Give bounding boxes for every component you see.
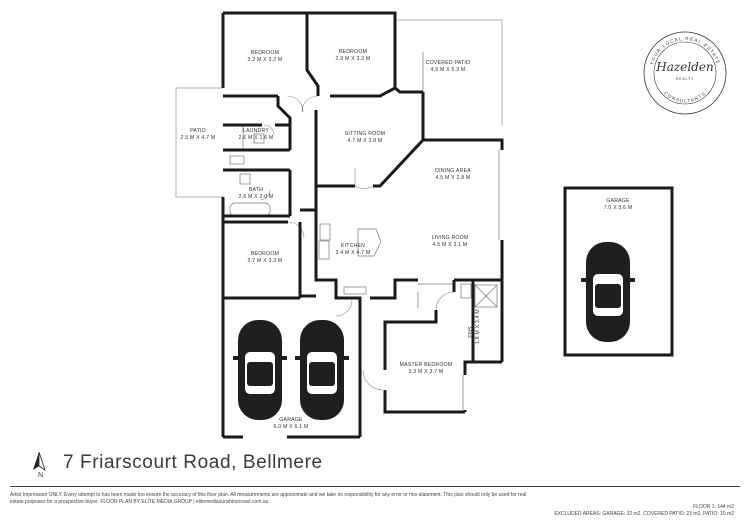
divider [10, 486, 740, 487]
room-name: PATIO [190, 128, 206, 134]
north-label: N [38, 472, 44, 479]
room-dims: 7.0 X 3.6 M [603, 205, 633, 211]
room-laundry: LAUNDRY 2.6 M X 1.6 M [236, 128, 276, 142]
room-garage-detached: GARAGE 7.0 X 3.6 M [593, 198, 643, 212]
room-patio: PATIO 2.5 M X 4.7 M [173, 128, 223, 142]
logo-seal: YOUR LOCAL REAL ESTATE CONSULTANTS [643, 31, 727, 115]
room-bedroom-3: BEDROOM 3.7 M X 3.3 M [240, 251, 290, 265]
room-dims: 4.5 M X 2.8 M [435, 175, 471, 181]
room-bath: BATH 2.6 M X 2.0 M [236, 187, 276, 201]
room-name: LAUNDRY [242, 128, 270, 134]
logo-wordmark: Hazelden [656, 60, 714, 74]
car-icon [581, 242, 635, 342]
room-dims: 3.4 M X 4.7 M [335, 250, 371, 256]
room-dims: 4.7 M X 3.8 M [347, 138, 383, 144]
room-name: BEDROOM [250, 50, 280, 56]
patio-outlines [175, 19, 503, 198]
car-icon [233, 320, 287, 420]
room-dims: 4.9 M X 5.3 M [430, 67, 466, 73]
room-name: KITCHEN [340, 243, 366, 249]
svg-text:CONSULTANTS: CONSULTANTS [663, 91, 707, 104]
room-kitchen: KITCHEN 3.4 M X 4.7 M [331, 243, 375, 257]
room-dims: 3.3 M X 3.7 M [408, 369, 444, 375]
room-master-bedroom: MASTER BEDROOM 3.3 M X 3.7 M [398, 362, 454, 376]
room-name: DINING AREA [435, 168, 471, 174]
room-dims: 3.2 M X 3.2 M [247, 57, 283, 63]
room-dims: 2.6 M X 1.6 M [238, 135, 274, 141]
room-name: BATH [248, 187, 264, 193]
excluded-areas: EXCLUDED AREAS: GARAGE: 32 m2, COVERED P… [554, 510, 734, 517]
room-ens: ENS 1.8 M X 3.4 M [468, 309, 482, 344]
north-arrow-icon [33, 452, 46, 471]
room-living-room: LIVING ROOM 4.5 M X 3.1 M [425, 235, 475, 249]
room-name: BEDROOM [250, 251, 280, 257]
room-name: MASTER BEDROOM [399, 362, 453, 368]
room-dims: 2.5 M X 4.7 M [180, 135, 216, 141]
room-dims: 2.9 M X 3.2 M [335, 56, 371, 62]
disclaimer-text: Artist Impression ONLY. Every attempt to… [10, 492, 527, 505]
company-logo: YOUR LOCAL REAL ESTATE CONSULTANTS Hazel… [642, 30, 728, 116]
room-name: COVERED PATIO [425, 60, 471, 66]
logo-subtitle: REALTY [675, 77, 695, 81]
room-bedroom-1: BEDROOM 3.2 M X 3.2 M [240, 50, 290, 64]
logo-arc-bottom: CONSULTANTS [663, 91, 706, 104]
area-summary: FLOOR 1: 144 m2 EXCLUDED AREAS: GARAGE: … [554, 504, 734, 518]
room-dining-area: DINING AREA 4.5 M X 2.8 M [428, 168, 478, 182]
room-dims: 3.7 M X 3.3 M [247, 258, 283, 264]
room-dims: 4.5 M X 3.1 M [432, 242, 468, 248]
room-garage-main: GARAGE 6.0 M X 6.1 M [266, 417, 316, 431]
walls [221, 11, 504, 439]
property-address: 7 Friarscourt Road, Bellmere [63, 452, 323, 473]
room-bedroom-2: BEDROOM 2.9 M X 3.2 M [328, 49, 378, 63]
room-name: ENS [468, 326, 474, 338]
room-name: SITTING ROOM [344, 131, 386, 137]
room-sitting-room: SITTING ROOM 4.7 M X 3.8 M [340, 131, 390, 145]
room-dims: 6.0 M X 6.1 M [273, 424, 309, 430]
interior-details [229, 52, 500, 410]
detached-garage-walls [563, 186, 674, 357]
room-name: BEDROOM [338, 49, 368, 55]
car-icon [295, 320, 349, 420]
room-covered-patio: COVERED PATIO 4.9 M X 5.3 M [420, 60, 476, 74]
room-name: GARAGE [279, 417, 303, 423]
room-dims: 2.6 M X 2.0 M [238, 194, 274, 200]
room-name: LIVING ROOM [431, 235, 469, 241]
floor-area: FLOOR 1: 144 m2 [693, 504, 734, 510]
room-name: GARAGE [606, 198, 630, 204]
room-dims: 1.8 M X 3.4 M [475, 309, 481, 344]
